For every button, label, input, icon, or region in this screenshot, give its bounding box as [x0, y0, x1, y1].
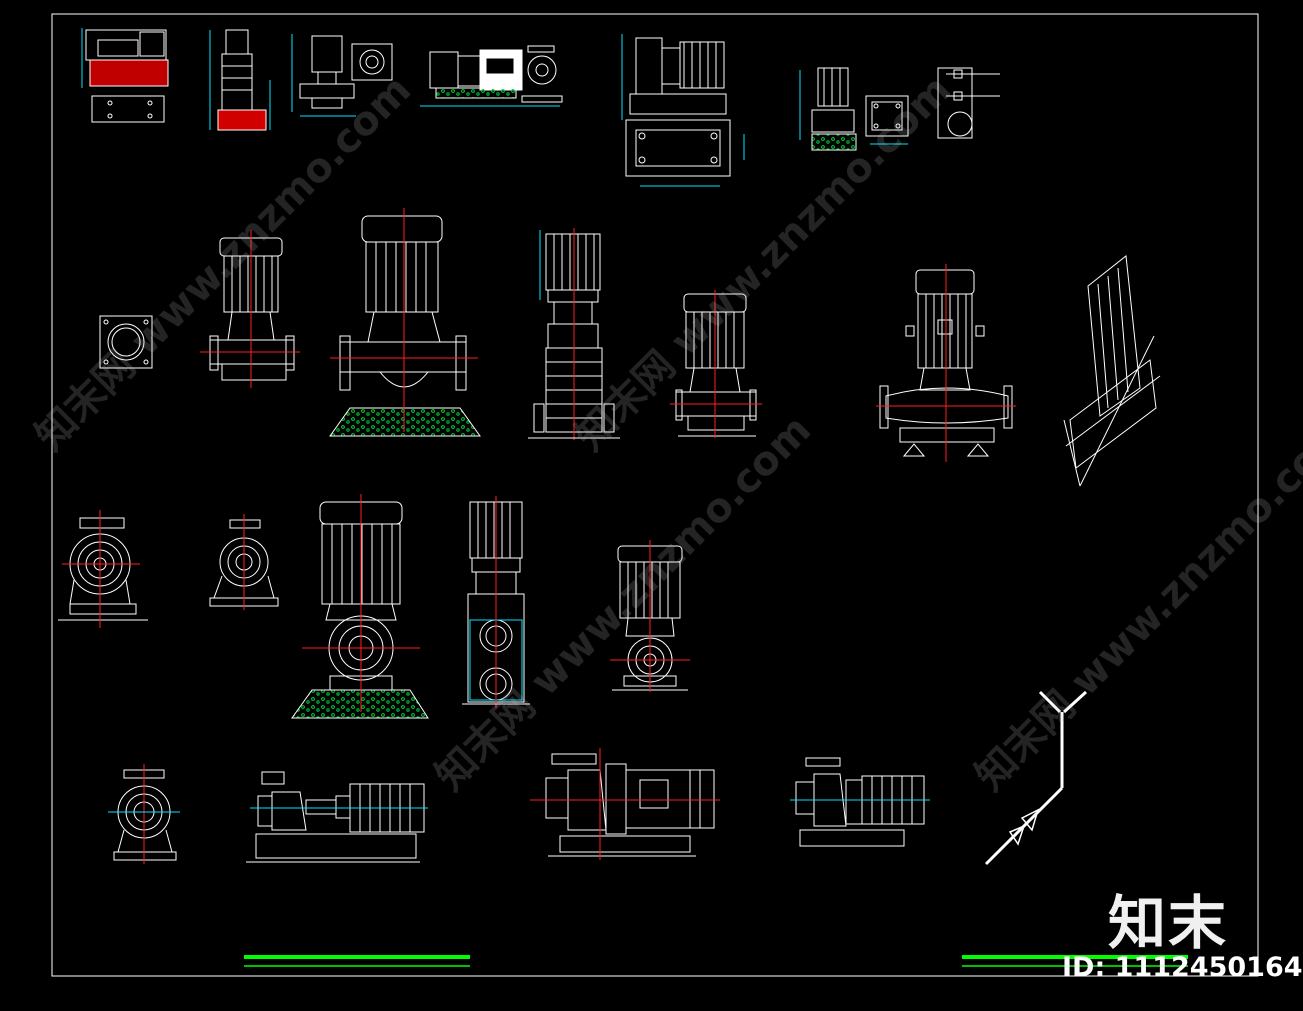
pump-vertical-multistage-small — [209, 29, 271, 131]
drawing-border — [51, 13, 1259, 977]
pump-inline-vertical-medium — [670, 290, 762, 438]
pump-horizontal-baseplate — [621, 34, 745, 187]
volute-end-view-small — [209, 514, 279, 610]
brand-logo: 知末 — [1108, 889, 1229, 957]
pump-inline-vertical-large — [329, 208, 481, 437]
pipe-riser-detail — [984, 690, 1088, 866]
pump-vertical-multistage — [528, 228, 620, 440]
pump-multistage-side-view — [462, 496, 530, 708]
pump-end-suction-top-left — [81, 28, 169, 123]
flange-plate — [99, 315, 153, 369]
pump-close-coupled-small — [790, 757, 930, 847]
pump-inline-vertical — [200, 230, 300, 388]
valve-detail — [937, 67, 1000, 139]
image-id-label: ID: 1112450164 — [1062, 952, 1303, 983]
pump-inline-small — [291, 34, 393, 117]
volute-end-view-bottom — [108, 764, 180, 864]
pump-inline-vertical-xl — [876, 264, 1016, 462]
title-bar-left — [244, 955, 470, 967]
pump-long-coupled — [246, 771, 428, 863]
pump-rotated-detail — [1063, 255, 1161, 487]
volute-end-view — [58, 510, 148, 628]
pump-inline-small-right — [799, 67, 909, 151]
pump-inline-side-view — [291, 494, 429, 719]
title-bar-right — [962, 955, 1188, 967]
pump-inline-side-view-small — [610, 540, 690, 692]
pump-close-coupled-large — [530, 748, 720, 860]
pump-monoblock-top — [420, 45, 563, 107]
